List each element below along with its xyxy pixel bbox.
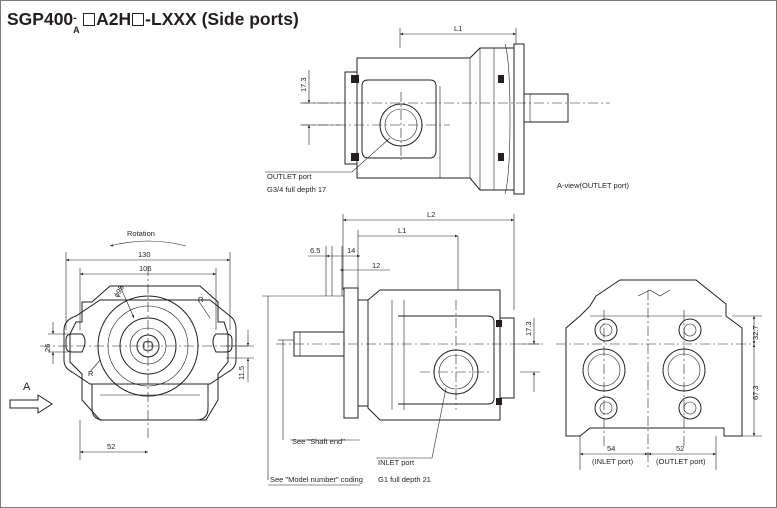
dim-14: 14 bbox=[347, 246, 355, 255]
inlet-thread-label: G1 full depth 21 bbox=[378, 475, 431, 484]
dim-54: 54 bbox=[607, 444, 615, 453]
dim-26: 26 bbox=[43, 344, 52, 352]
dim-17-3-side: 17.3 bbox=[524, 321, 533, 336]
title-blank-box-2 bbox=[132, 13, 145, 26]
side-view bbox=[262, 214, 546, 486]
outlet-port-short-label: (OUTLET port) bbox=[656, 457, 706, 466]
dim-l1-top: L1 bbox=[454, 24, 462, 33]
radius-label-left: R bbox=[88, 369, 94, 378]
radius-label-right: R bbox=[198, 295, 204, 304]
title-model-suffix: -LXXX (Side ports) bbox=[145, 9, 299, 29]
dim-17-3-top: 17.3 bbox=[299, 77, 308, 92]
dim-6-5: 6.5 bbox=[310, 246, 320, 255]
drawing-title: SGP400-A A2H -LXXX (Side ports) bbox=[7, 6, 299, 35]
top-view bbox=[265, 28, 610, 195]
title-model-prefix: SGP400 bbox=[7, 9, 74, 29]
shaft-end-note: See "Shaft end" bbox=[292, 437, 345, 446]
dim-130: 130 bbox=[138, 250, 151, 259]
dim-52-rear: 52 bbox=[676, 444, 684, 453]
inlet-port-short-label: (INLET port) bbox=[592, 457, 634, 466]
title-blank-box bbox=[83, 13, 96, 26]
a-view-label: A-view(OUTLET port) bbox=[557, 181, 629, 190]
rear-view bbox=[556, 279, 762, 470]
title-superscript: - bbox=[73, 12, 77, 24]
view-a-label: A bbox=[23, 381, 31, 393]
dim-67-3: 67.3 bbox=[751, 385, 760, 400]
title-variant-mark: -A bbox=[73, 9, 82, 35]
title-model-mid: A2H bbox=[96, 9, 132, 29]
dim-l2: L2 bbox=[427, 210, 435, 219]
title-subscript: A bbox=[73, 25, 80, 35]
dim-l1-side: L1 bbox=[398, 226, 406, 235]
inlet-port-label: INLET port bbox=[378, 458, 415, 467]
rotation-label: Rotation bbox=[127, 229, 155, 238]
dim-52-front: 52 bbox=[107, 442, 115, 451]
dim-32-7: 32.7 bbox=[751, 325, 760, 340]
dim-12: 12 bbox=[372, 261, 380, 270]
view-a-arrow-icon bbox=[9, 394, 53, 414]
outlet-thread-label: G3/4 full depth 17 bbox=[267, 185, 326, 194]
dim-106: 106 bbox=[139, 264, 152, 273]
model-coding-note: See "Model number" coding bbox=[270, 475, 363, 484]
outlet-port-label: OUTLET port bbox=[267, 172, 312, 181]
front-view bbox=[9, 240, 254, 460]
dim-11-5: 11.5 bbox=[237, 366, 246, 380]
